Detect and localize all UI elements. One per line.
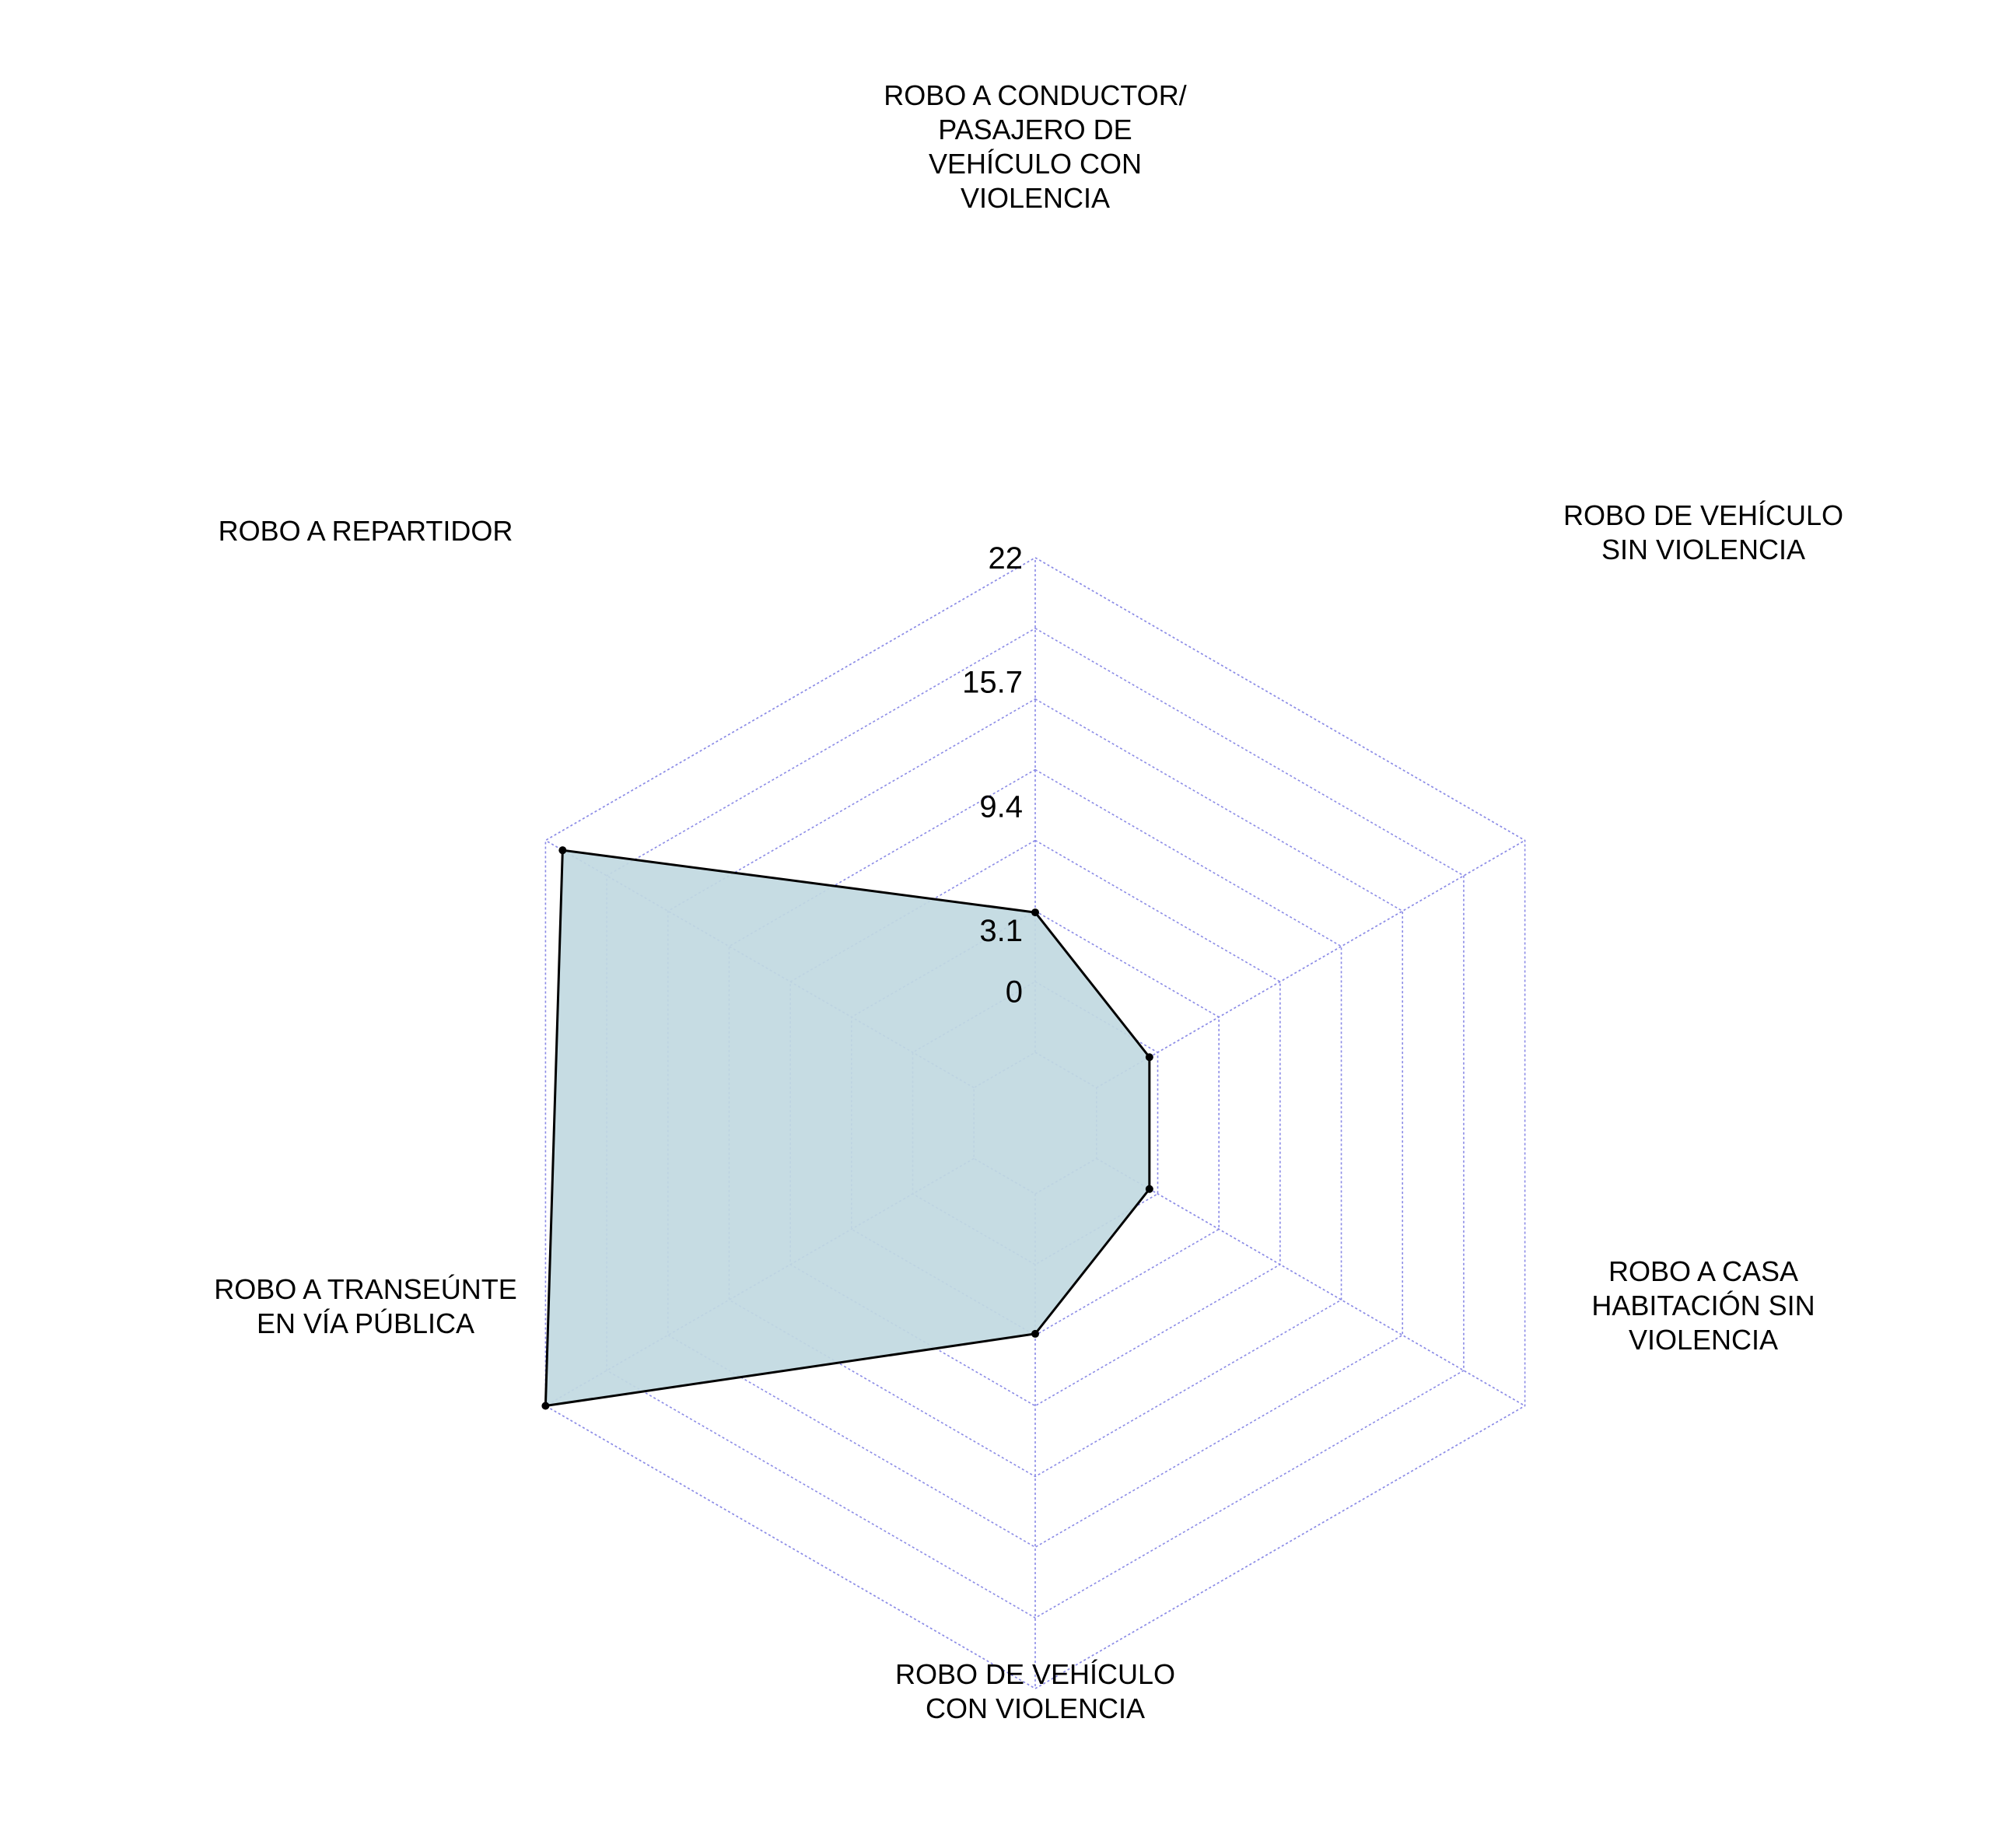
data-layer [541, 846, 1153, 1410]
axis-label-line: CON VIOLENCIA [926, 1692, 1145, 1724]
grid-spoke [1096, 839, 1526, 1089]
series-area [544, 849, 1151, 1408]
axis-label-line: ROBO A TRANSEÚNTE [214, 1273, 516, 1305]
tick-label-layer: 0 3.1 9.4 15.7 22 [962, 541, 1023, 1009]
grid-ring [728, 768, 1342, 1478]
data-point [1145, 1185, 1153, 1193]
data-point [1031, 908, 1039, 917]
axis-label-line: ROBO DE VEHÍCULO [895, 1658, 1175, 1690]
data-point [1145, 1053, 1153, 1062]
tick-label: 15.7 [962, 666, 1023, 700]
axis-label-line: VEHÍCULO CON [929, 148, 1142, 180]
axis-label-line: ROBO A CONDUCTOR/ [884, 79, 1186, 111]
axis-label-line: VIOLENCIA [961, 182, 1110, 214]
axis-label-line: PASAJERO DE [938, 114, 1132, 145]
axis-label-line: ROBO A REPARTIDOR [219, 515, 513, 547]
axis-label-line: ROBO A CASA [1608, 1255, 1798, 1287]
tick-label: 3.1 [979, 914, 1023, 948]
axis-label: ROBO A REPARTIDOR [219, 515, 513, 547]
grid-ring [544, 557, 1526, 1689]
axis-label-line: VIOLENCIA [1629, 1324, 1778, 1356]
data-point [541, 1402, 550, 1410]
tick-label: 9.4 [979, 789, 1023, 824]
grid-spoke [1096, 1157, 1526, 1407]
axis-label-line: SIN VIOLENCIA [1601, 534, 1805, 565]
data-point [558, 846, 567, 855]
axis-label-line: ROBO DE VEHÍCULO [1563, 499, 1843, 531]
tick-label: 22 [989, 541, 1024, 576]
axis-label-line: EN VÍA PÚBLICA [257, 1307, 474, 1339]
tick-label: 0 [1006, 975, 1023, 1009]
axis-label-line: HABITACIÓN SIN [1591, 1290, 1815, 1321]
data-point [1031, 1329, 1039, 1338]
